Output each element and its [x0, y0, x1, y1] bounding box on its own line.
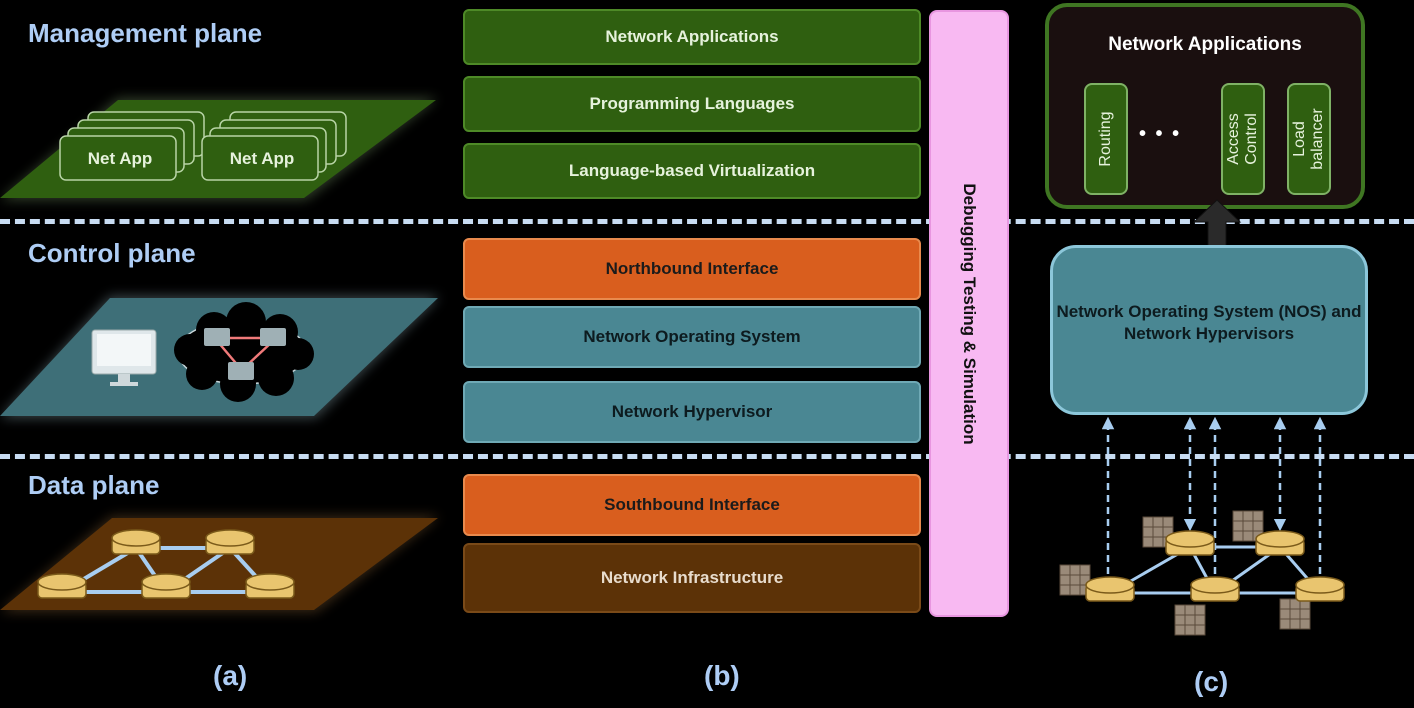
debug-testing-bar: Debugging Testing & Simulation — [929, 10, 1009, 617]
router-icons — [37, 529, 295, 599]
flow-table-icons — [1059, 510, 1311, 636]
debug-testing-label: Debugging Testing & Simulation — [960, 182, 979, 445]
layer-network-applications: Network Applications — [463, 9, 921, 65]
apps-ellipsis: • • • — [1139, 123, 1182, 145]
app-access-control-label: Access Control — [1225, 113, 1260, 165]
layer-network-infrastructure: Network Infrastructure — [463, 543, 921, 613]
app-routing: Routing — [1084, 83, 1128, 195]
caption-b: (b) — [704, 660, 740, 691]
layer-network-hypervisor: Network Hypervisor — [463, 381, 921, 443]
app-load-balancer-label: Load balancer — [1291, 108, 1326, 170]
management-plane-title: Management plane — [28, 18, 263, 48]
nos-box: Network Operating System (NOS) and Netwo… — [1050, 245, 1368, 415]
router-icons — [1085, 530, 1345, 602]
layer-northbound-interface: Northbound Interface — [463, 238, 921, 300]
caption-c: (c) — [1194, 666, 1229, 697]
layer-network-operating-system: Network Operating System — [463, 306, 921, 368]
data-plane-title: Data plane — [28, 470, 160, 500]
app-routing-label: Routing — [1097, 111, 1114, 167]
layer-programming-languages: Programming Languages — [463, 76, 921, 132]
panel-a-planes: Net App Net App — [0, 98, 440, 612]
layer-language-virtualization: Language-based Virtualization — [463, 143, 921, 199]
control-plane-title: Control plane — [28, 238, 196, 268]
net-app-label: Net App — [88, 149, 153, 168]
data-plane-slab — [0, 518, 438, 610]
app-load-balancer: Load balancer — [1287, 83, 1331, 195]
net-app-card — [59, 135, 177, 181]
controller-cloud-icon — [174, 302, 314, 402]
layer-southbound-interface: Southbound Interface — [463, 474, 921, 536]
app-access-control: Access Control — [1221, 83, 1265, 195]
network-applications-title: Network Applications — [1108, 34, 1302, 55]
network-applications-box: Network Applications Routing • • • Acces… — [1045, 3, 1365, 209]
plane-separator-upper — [0, 219, 1414, 224]
net-app-label: Net App — [230, 149, 295, 168]
plane-separator-lower — [0, 454, 1414, 459]
nos-label: Network Operating System (NOS) and Netwo… — [1056, 302, 1362, 343]
caption-a: (a) — [213, 660, 248, 691]
controller-monitor-icon — [91, 329, 157, 386]
net-app-card — [201, 135, 319, 181]
panel-c-data-plane — [1059, 416, 1345, 636]
